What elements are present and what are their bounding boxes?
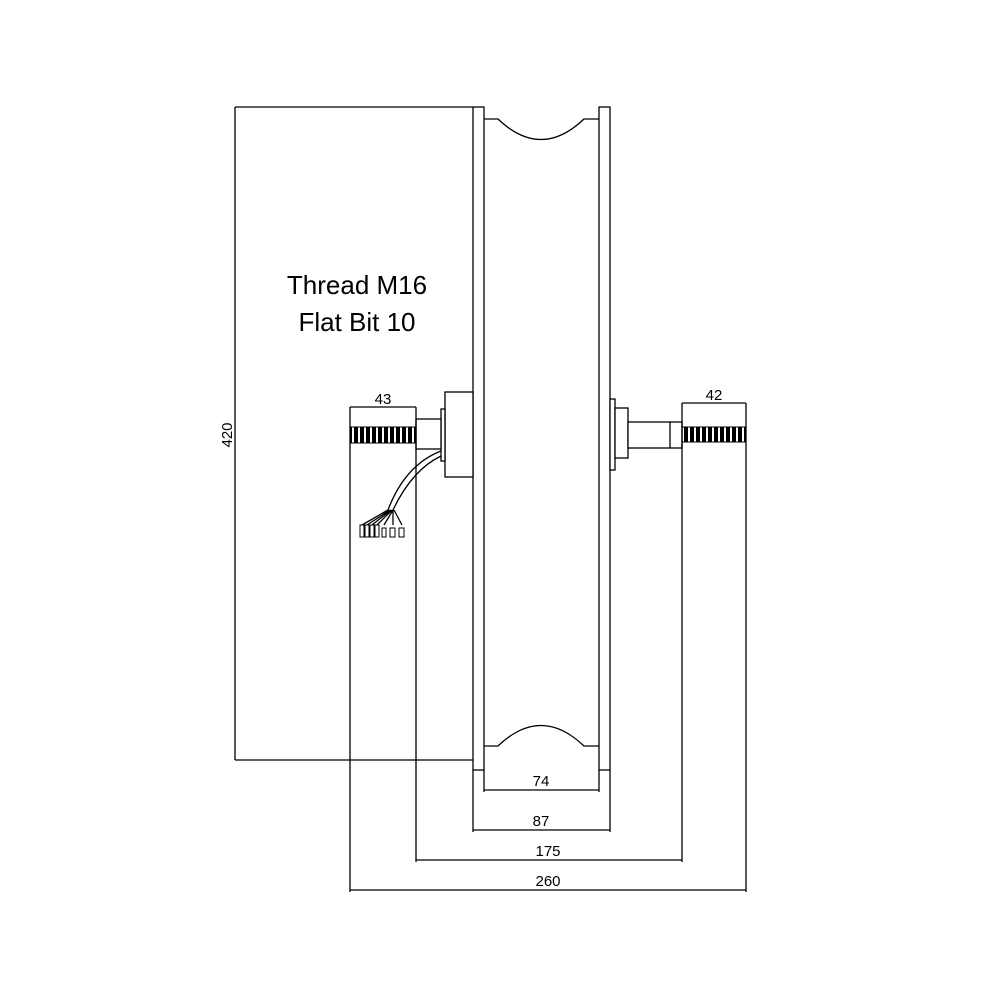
flat-bit-note: Flat Bit 10 xyxy=(298,307,415,337)
left-thread xyxy=(349,426,417,444)
left-thread-dimension: 43 xyxy=(350,391,416,408)
right-hub xyxy=(609,398,747,471)
right-thread-dimension-label: 42 xyxy=(706,387,723,404)
height-dimension-label: 420 xyxy=(219,422,236,447)
rim-inner-label: 74 xyxy=(533,773,550,790)
wheel-rim xyxy=(472,106,611,771)
height-dimension: 420 xyxy=(219,106,473,761)
left-thread-dimension-label: 43 xyxy=(375,391,392,408)
axle-between-label: 175 xyxy=(535,843,560,860)
left-hub xyxy=(349,391,474,478)
total-axle-dimension: 260 xyxy=(350,873,746,891)
total-axle-label: 260 xyxy=(535,873,560,890)
extension-lines xyxy=(349,403,747,892)
rim-outer-label: 87 xyxy=(533,813,550,830)
thread-note: Thread M16 xyxy=(287,270,427,300)
motor-cable xyxy=(359,450,442,538)
rim-inner-dimension: 74 xyxy=(484,773,599,791)
rim-outer-dimension: 87 xyxy=(473,813,610,831)
right-thread xyxy=(681,426,747,443)
right-thread-dimension: 42 xyxy=(682,387,746,404)
axle-between-dimension: 175 xyxy=(416,843,682,861)
